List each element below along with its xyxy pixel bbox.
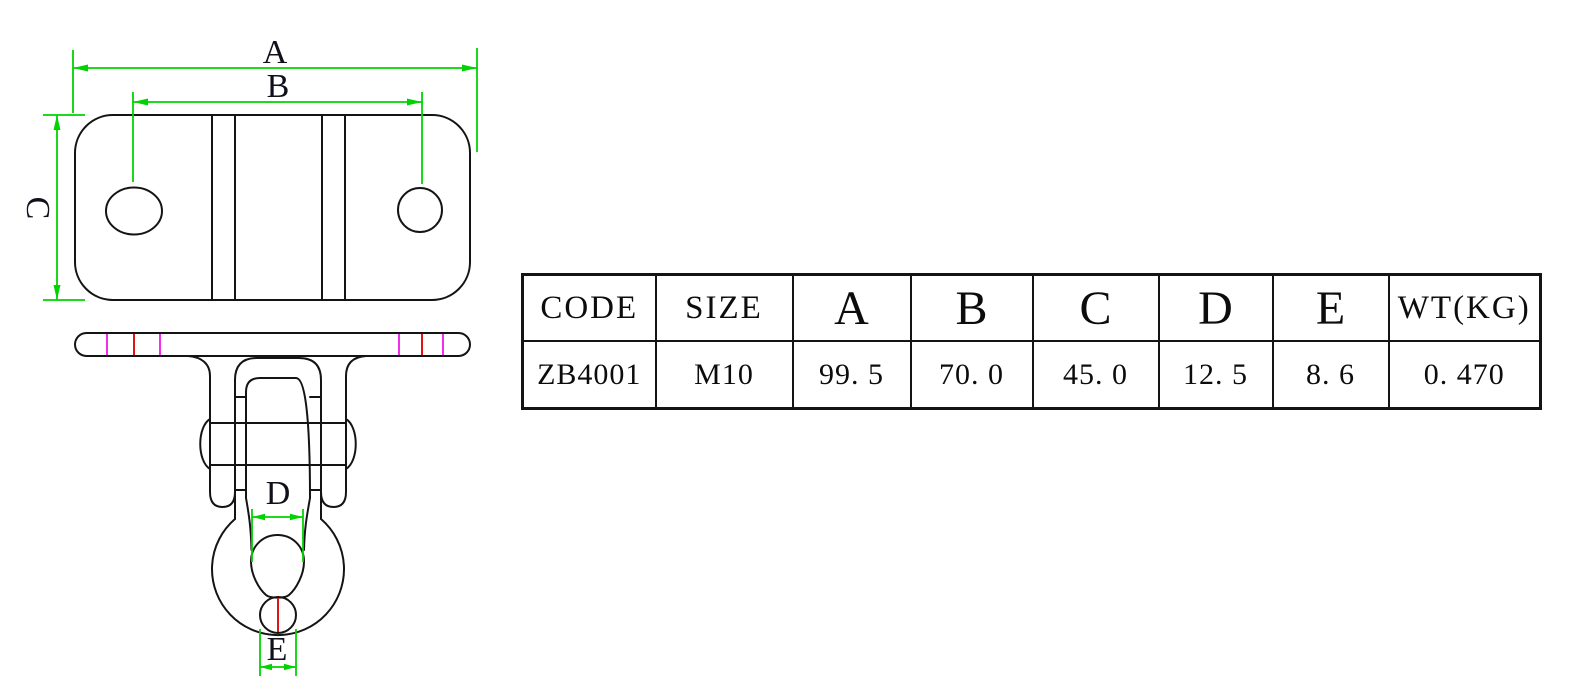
dim-e-arrow-right [284,663,296,671]
spec-value-a: 99. 5 [791,340,912,410]
dim-b-label: B [267,68,290,105]
dimension-a: A [72,34,478,152]
dim-c-arrow-top [53,115,61,130]
spec-header-d: D [1157,273,1274,342]
spec-value-row: ZB4001 M10 99. 5 70. 0 45. 0 12. 5 8. 6 … [521,340,1542,410]
hanger-drawing: A B C [19,34,478,676]
spec-value-e: 8. 6 [1271,340,1390,410]
dim-b-arrow-right [407,98,422,106]
dim-d-arrow-left [252,513,265,521]
dim-c-arrow-bottom [53,285,61,300]
spec-table: CODE SIZE A B C D E WT(KG) ZB4001 M10 99… [521,273,1542,410]
right-mount-hole [397,187,443,233]
spec-value-size: M10 [654,340,794,410]
pendant-neck-left [245,497,253,551]
left-mount-hole [105,186,163,236]
spec-value-d: 12. 5 [1157,340,1274,410]
dim-e-label: E [267,631,288,668]
spec-value-b: 70. 0 [909,340,1034,410]
dimension-b: B [132,68,423,184]
spec-header-code: CODE [521,273,657,342]
dim-a-label: A [263,34,288,71]
spec-value-weight: 0. 470 [1387,340,1542,410]
dim-e-arrow-left [260,663,272,671]
dim-c-label: C [19,197,56,220]
plate-outline [74,114,471,301]
pin-end-cap-left [199,418,211,470]
dim-d-arrow-right [290,513,303,521]
pendant-bar-section [259,596,297,634]
dim-a-arrow-left [73,64,88,72]
dim-b-arrow-left [133,98,148,106]
spec-header-row: CODE SIZE A B C D E WT(KG) [521,273,1542,342]
pendant-ring-outline [211,518,345,637]
dim-a-arrow-right [462,64,477,72]
spec-header-c: C [1031,273,1160,342]
spec-header-weight: WT(KG) [1387,273,1542,342]
dimension-d: D [251,475,304,562]
spec-header-size: SIZE [654,273,794,342]
dimension-c: C [19,114,85,301]
dim-d-label: D [266,475,291,512]
pin-end-cap-right [345,418,357,470]
spec-header-b: B [909,273,1034,342]
spec-header-a: A [791,273,912,342]
bracket-leg-left [187,355,236,508]
pendant-eye-hole [250,534,305,599]
spec-header-e: E [1271,273,1390,342]
clevis-outer [234,357,322,520]
top-view [74,114,471,301]
spec-value-code: ZB4001 [521,340,657,410]
clevis-inner [245,377,311,499]
plate-side-outline [74,332,471,357]
dimension-e: E [259,629,297,676]
spec-value-c: 45. 0 [1031,340,1160,410]
bracket-leg-right [320,355,367,508]
pendant-neck-right [303,497,311,551]
